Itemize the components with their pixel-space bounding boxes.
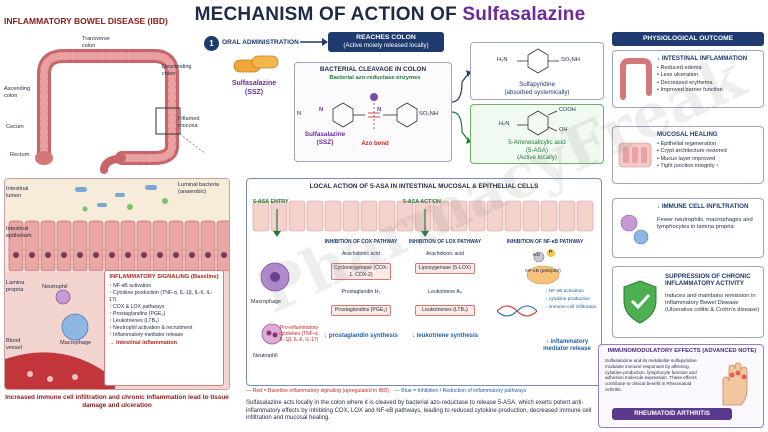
- label-bacteria: Luminal bacteria (anaerobic): [178, 182, 226, 195]
- azo-n-right: N: [377, 107, 381, 113]
- sulfapyridine-structure: [471, 43, 605, 81]
- macrophage-icon: [62, 314, 88, 340]
- cox-result: ↓ prostaglandin synthesis: [321, 333, 401, 340]
- signaling-item: ↑ Prostaglandins (PGE₂): [109, 311, 219, 318]
- healing-item: • Crypt architecture restored: [657, 148, 727, 155]
- signaling-heading: INFLAMMATORY SIGNALING (Baseline): [109, 274, 219, 281]
- azo-bond-label: Azo bond: [355, 141, 395, 147]
- reaches-colon-box: REACHES COLON (Active moiety released lo…: [328, 32, 444, 52]
- label-cecum: Cecum: [6, 124, 24, 131]
- nfkb-effect: ↓ immune cell infiltration: [545, 305, 597, 311]
- signaling-item: ↑ Cytokine production (TNF-α, IL-1β, IL-…: [109, 290, 219, 304]
- legend-blue: — Blue = Inhibition / Reduction of infla…: [395, 388, 527, 394]
- tablet-icon: [232, 54, 282, 80]
- cleavage-ssz-label: Sulfasalazine(SSZ): [303, 131, 347, 147]
- reaches-title: REACHES COLON: [356, 34, 416, 41]
- nfkb-pathway: INHIBITION OF NF-κB PATHWAY IκB P NF-κB …: [493, 239, 597, 379]
- 5-asa-entry-label: 5-ASA ENTRY: [253, 199, 289, 205]
- rheumatoid-arthritis-badge: RHEUMATOID ARTHRITIS: [612, 408, 732, 420]
- page-title: MECHANISM OF ACTION OF Sulfasalazine: [180, 4, 600, 26]
- nfkb-effect: ↓ cytokine production: [545, 297, 597, 303]
- inflammatory-signaling-box: INFLAMMATORY SIGNALING (Baseline) ↑ NF-κ…: [104, 270, 224, 386]
- ibd-footer: Increased immune cell infiltration and c…: [4, 394, 230, 410]
- label-blood-vessel: Blood vessel: [6, 338, 30, 351]
- nfkb-result: ↓ inflammatory mediator release: [537, 339, 597, 353]
- label-transverse-colon: Transverse colon: [82, 36, 122, 49]
- 5-asa-h2n: H₂N: [499, 121, 509, 127]
- label-lumen: Intestinal lumen: [6, 186, 36, 199]
- signaling-item: ↑ Neutrophil activation & recruitment: [109, 325, 219, 332]
- signaling-item: ↑ NF-κB activation: [109, 283, 219, 290]
- sulfapyridine-so2nh: SO₂NH: [561, 57, 580, 63]
- sulfapyridine-h2n: H₂N: [497, 57, 508, 63]
- label-descending-colon: Descending colon: [162, 64, 202, 77]
- bacterial-cleavage-box: BACTERIAL CLEAVAGE IN COLON Bacterial az…: [294, 62, 452, 162]
- healing-item: • Tight junction integrity ↑: [657, 163, 727, 170]
- sulfapyridine-box: H₂N SO₂NH Sulfapyridine(absorbed systemi…: [470, 42, 604, 100]
- lox-enzyme: Lipoxygenase (5-LOX): [415, 263, 475, 274]
- local-neutrophil-label: Neutrophil: [253, 353, 278, 359]
- step-number-badge: 1: [204, 36, 219, 51]
- colon-shape: [35, 56, 172, 170]
- signaling-item: ↑ Inflammatory mediator release: [109, 332, 219, 339]
- immune-infiltration-card: ↓ IMMUNE CELL INFILTRATION Fewer neutrop…: [612, 198, 764, 258]
- suppression-title: SUPPRESSION OF CHRONIC INFLAMMATORY ACTI…: [665, 273, 761, 288]
- infiltration-body: Fewer neutrophils, macrophages and lymph…: [657, 217, 761, 231]
- shield-icon: [621, 279, 659, 325]
- cytokines-label: Pro-inflammatory cytokines (TNF-α, IL-1β…: [277, 325, 321, 343]
- immune-cells-icon: [617, 209, 653, 249]
- ssz-name: Sulfasalazine: [224, 80, 284, 89]
- title-drug: Sulfasalazine: [462, 4, 585, 25]
- reaches-sub: (Active moiety released locally): [343, 42, 428, 49]
- ssz-ring-n: N: [297, 111, 301, 117]
- label-neutrophil: Neutrophil: [42, 284, 68, 291]
- label-ascending-colon: Ascending colon: [4, 86, 36, 99]
- physiological-outcome-heading: PHYSIOLOGICAL OUTCOME: [612, 32, 764, 46]
- legend: — Red = Baseline inflammatory signaling …: [246, 388, 602, 395]
- nfkb-effects: ↓ NF-κB activation ↓ cytokine production…: [545, 289, 597, 311]
- oral-administration-label: ORAL ADMINISTRATION: [222, 39, 299, 46]
- label-macrophage: Macrophage: [60, 340, 91, 347]
- suppression-body: Induces and maintains remission in Infla…: [665, 293, 763, 315]
- signaling-item: ↑ Leukotrienes (LTB₄): [109, 318, 219, 325]
- lox-product: Leukotrienes (LTB₄): [415, 305, 475, 316]
- hand-joint-icon: [711, 359, 761, 407]
- signaling-item: ↑ COX & LOX pathways: [109, 304, 219, 311]
- nfkb-complex-icon: [493, 247, 597, 287]
- azo-n-left: N: [319, 107, 323, 113]
- ikb-label: IκB: [533, 253, 540, 258]
- healing-item: • Mucus layer improved: [657, 156, 727, 163]
- lox-result: ↓ leukotriene synthesis: [405, 333, 485, 340]
- ssz-abbr: (SSZ): [224, 89, 284, 98]
- cox-product: Prostaglandins (PGE₂): [331, 305, 391, 316]
- signaling-result: → Intestinal inflammation: [109, 340, 219, 346]
- label-rectum: Rectum: [10, 152, 29, 159]
- signaling-list: ↑ NF-κB activation ↑ Cytokine production…: [109, 283, 219, 339]
- label-lamina-propria: Lamina propria: [6, 280, 36, 293]
- enzyme-icon: [370, 93, 378, 101]
- sulfapyridine-label: Sulfapyridine(absorbed systemically): [471, 81, 603, 96]
- colon-illustration: [4, 36, 204, 176]
- legend-red: — Red = Baseline inflammatory signaling …: [246, 388, 389, 394]
- nfkb-heading: INHIBITION OF NF-κB PATHWAY: [493, 239, 597, 245]
- split-arrows: [452, 62, 472, 152]
- nfkb-effect: ↓ NF-κB activation: [545, 289, 597, 295]
- title-prefix: MECHANISM OF ACTION OF: [195, 4, 457, 25]
- lox-intermediate: Leukotriene A₄: [405, 289, 485, 296]
- immuno-body: Sulfasalazine and its metabolite sulfapy…: [605, 358, 705, 393]
- ssz-so2nh: SO₂NH: [419, 111, 438, 117]
- label-inflamed-mucosa: Inflamed mucosa: [178, 116, 212, 129]
- label-epithelium: Intestinal epithelium: [6, 226, 38, 239]
- chronic-suppression-card: SUPPRESSION OF CHRONIC INFLAMMATORY ACTI…: [612, 266, 764, 338]
- nfkb-complex-label: NF-κB (p65/p50): [525, 269, 561, 275]
- ssz-name-block: Sulfasalazine (SSZ): [224, 80, 284, 97]
- neutrophil-icon: [56, 290, 70, 304]
- arrow-right-icon: [300, 38, 328, 46]
- infiltration-title: ↓ IMMUNE CELL INFILTRATION: [657, 203, 748, 210]
- phospho-label: P: [549, 249, 552, 254]
- dna-icon: [497, 301, 537, 321]
- summary-text: Sulfasalazine acts locally in the colon …: [246, 400, 602, 423]
- ibd-heading: INFLAMMATORY BOWEL DISEASE (IBD): [4, 16, 184, 26]
- immuno-title: IMMUNOMODULATORY EFFECTS (ADVANCED NOTE): [603, 348, 761, 354]
